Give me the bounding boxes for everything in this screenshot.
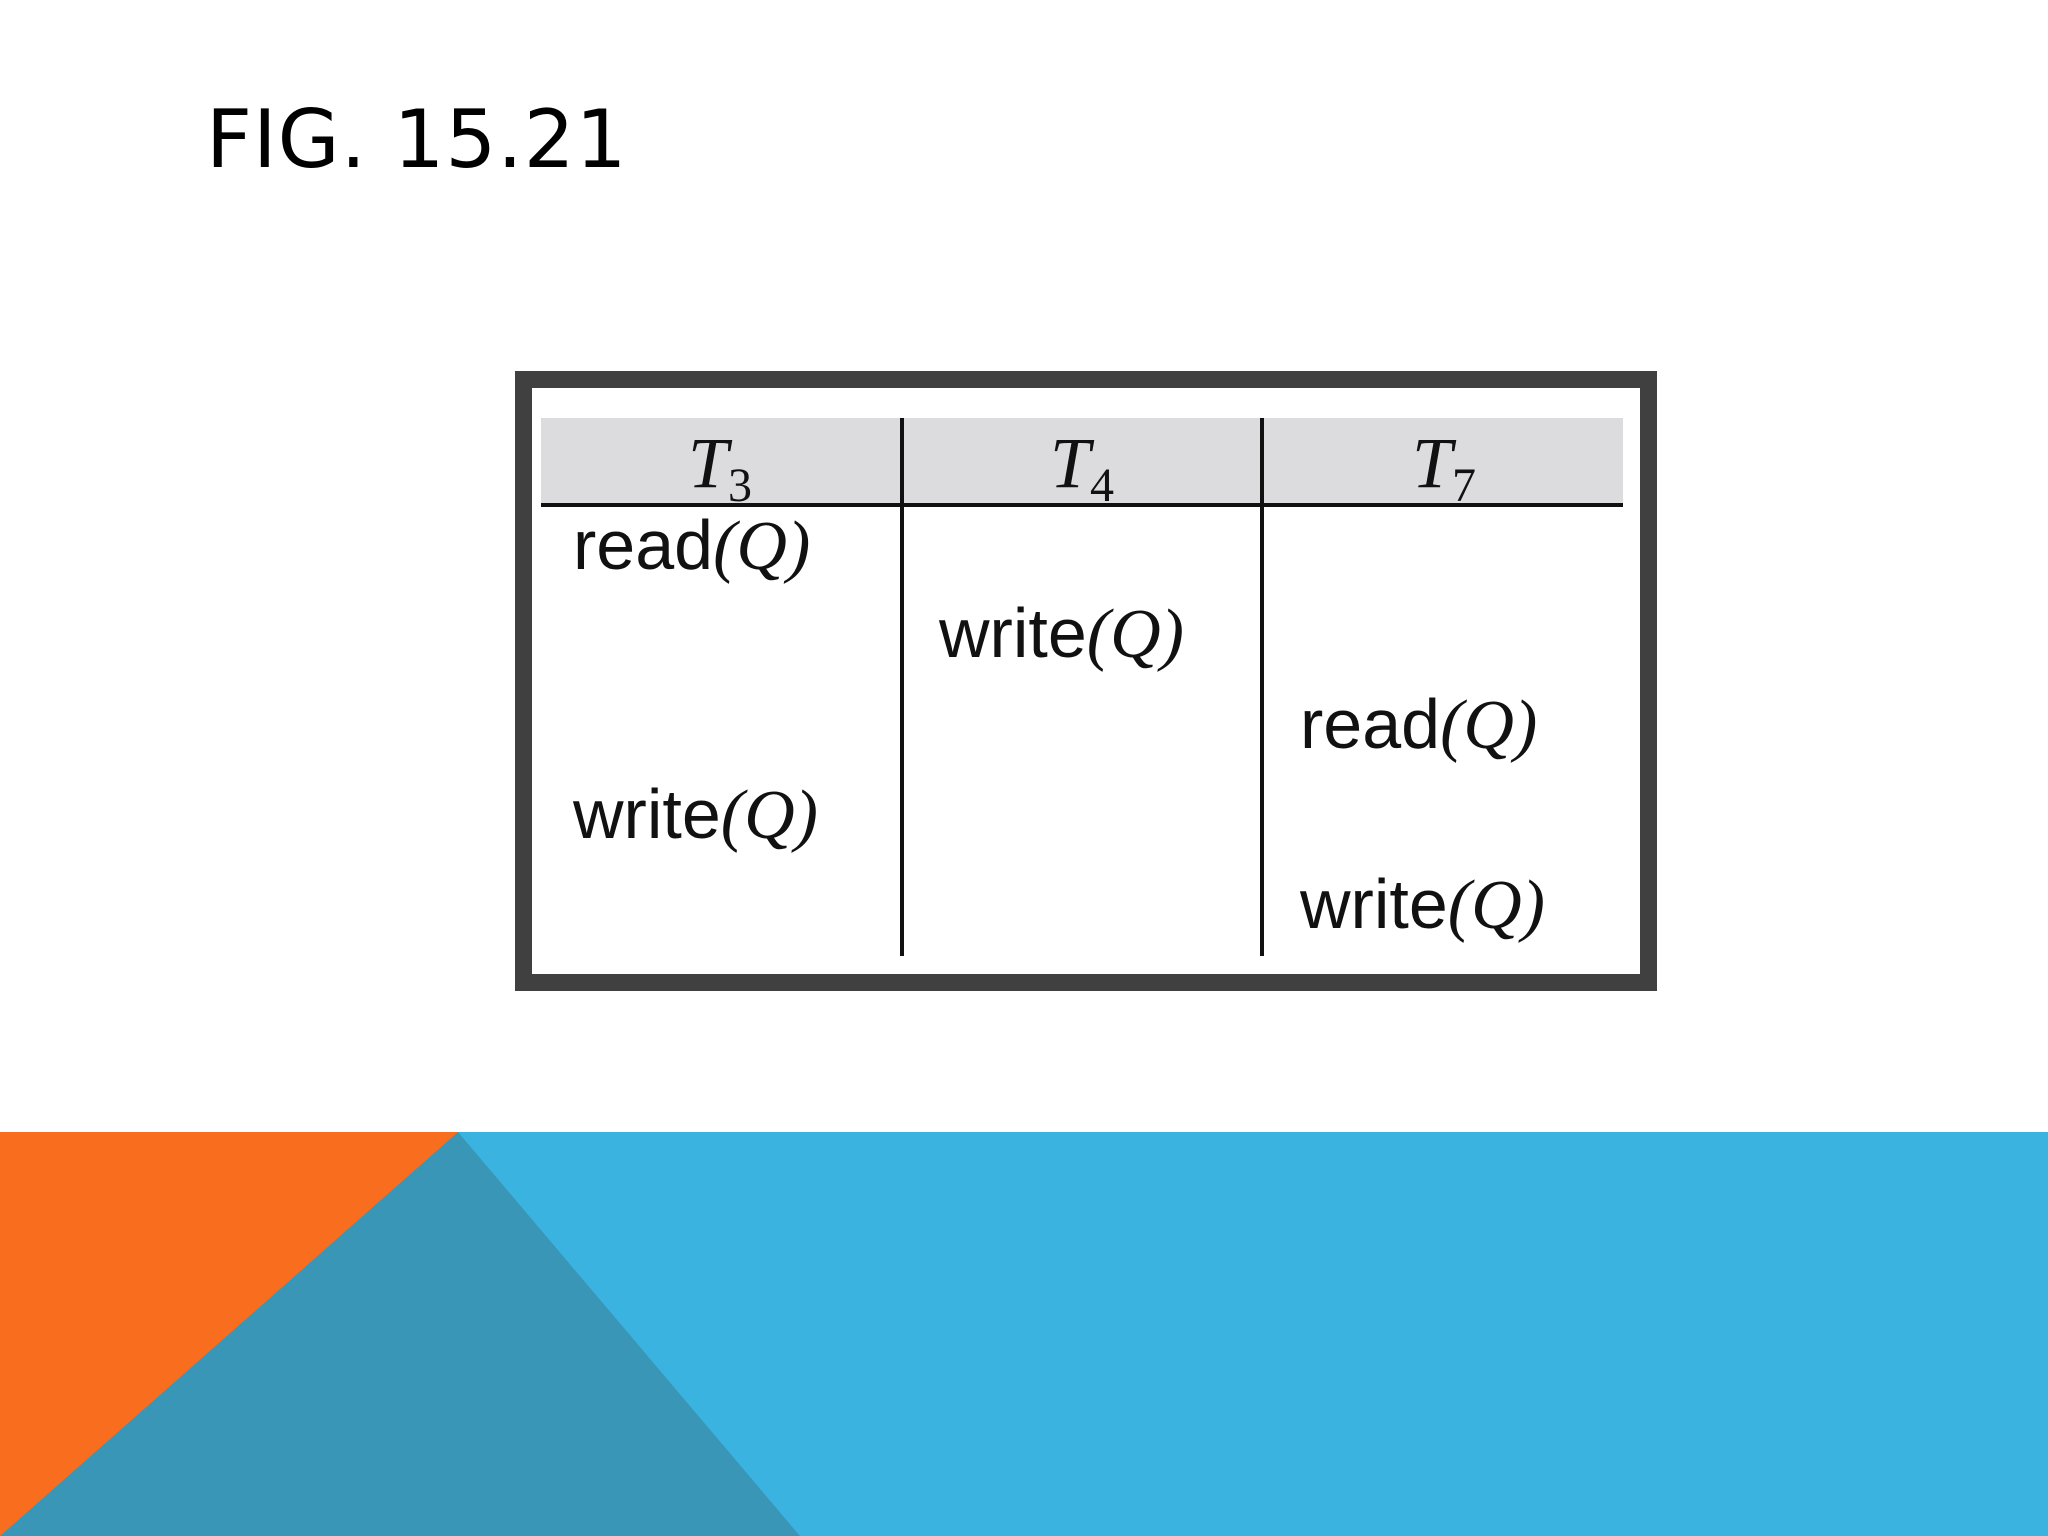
column-header-t7: T7 — [1412, 423, 1476, 512]
operation-cell: write(Q) — [938, 594, 1184, 673]
header-band — [541, 418, 1623, 506]
header-var: T — [1412, 423, 1457, 503]
slide-title: FIG. 15.21 — [206, 93, 628, 186]
column-header-t4: T4 — [1050, 423, 1114, 512]
header-var: T — [1050, 423, 1095, 503]
operation-cell: read(Q) — [573, 506, 810, 585]
operation-cell: write(Q) — [572, 775, 818, 854]
operation-cell: write(Q) — [1299, 865, 1545, 944]
operation-cell: read(Q) — [1300, 685, 1537, 764]
schedule-figure: T3 T4 T7 read(Q) write(Q) read(Q) write(… — [515, 371, 1657, 991]
schedule-table: T3 T4 T7 read(Q) write(Q) read(Q) write(… — [541, 418, 1623, 956]
header-sub: 4 — [1090, 459, 1114, 512]
header-sub: 7 — [1452, 459, 1476, 512]
column-header-t3: T3 — [688, 423, 752, 512]
header-var: T — [688, 423, 733, 503]
header-sub: 3 — [728, 459, 752, 512]
footer-band-teal — [0, 1132, 800, 1536]
decorative-footer-band — [0, 1132, 2048, 1536]
